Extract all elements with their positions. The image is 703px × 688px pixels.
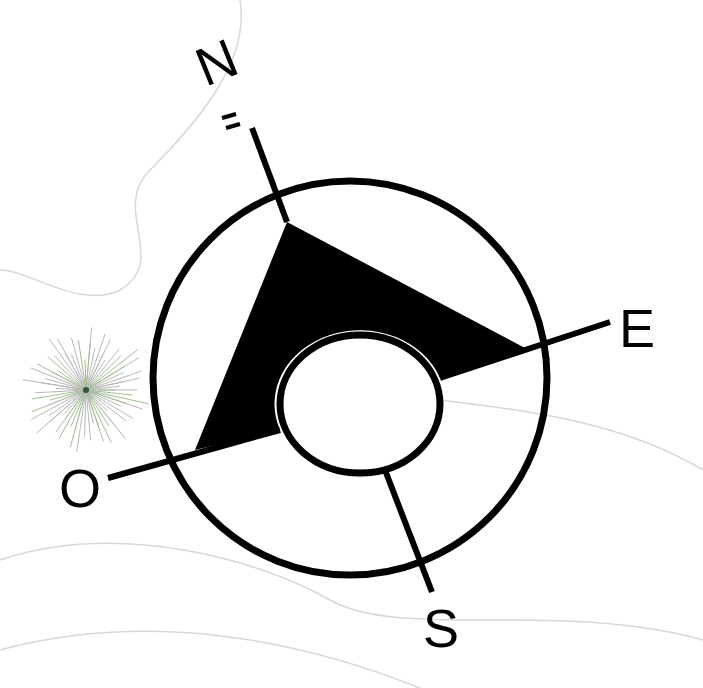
inner-ring bbox=[280, 335, 440, 473]
tree-branch bbox=[86, 356, 121, 390]
tree-branch bbox=[86, 360, 105, 390]
tree-branch bbox=[86, 334, 105, 390]
direction-letter: E bbox=[619, 301, 655, 355]
tree-branch bbox=[65, 390, 86, 419]
direction-letter: S bbox=[423, 601, 459, 655]
direction-letter: N bbox=[188, 30, 244, 95]
tree-branch bbox=[52, 372, 86, 390]
tree-branch bbox=[86, 390, 143, 409]
tree-branch bbox=[31, 368, 86, 390]
tree-symbol bbox=[23, 328, 148, 453]
tree-branch bbox=[49, 390, 86, 422]
tree-trunk bbox=[83, 387, 89, 393]
tree-branch bbox=[86, 390, 127, 404]
tree-branch bbox=[86, 389, 137, 390]
tree-branch bbox=[37, 390, 86, 433]
tree-branch bbox=[86, 382, 123, 390]
tree-branch bbox=[86, 355, 103, 391]
tree-branch bbox=[86, 390, 98, 426]
compass-axes bbox=[108, 114, 610, 592]
direction-letter: O bbox=[59, 461, 101, 515]
tree-branch bbox=[86, 371, 142, 390]
tree-branch bbox=[75, 390, 86, 431]
outer-ring bbox=[153, 181, 547, 575]
tree-branch bbox=[86, 390, 133, 419]
tree-branch bbox=[86, 350, 138, 390]
tree-branch bbox=[59, 390, 86, 439]
tree-branch bbox=[71, 338, 86, 390]
tree-branch bbox=[86, 390, 104, 442]
